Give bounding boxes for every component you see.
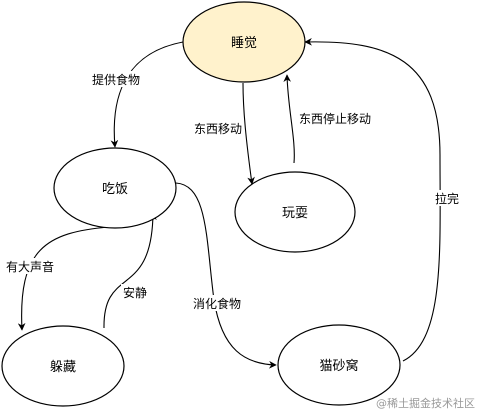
node-sleep [182,1,306,83]
node-eat [53,147,177,229]
edge-label-quiet: 安静 [123,285,147,300]
edge-sleep-to-eat [110,41,184,148]
edge-sleep-to-play [242,82,255,185]
edge-label-pull-done: 拉完 [435,191,459,206]
edge-play-to-sleep [283,74,295,164]
edge-label-east-west-move: 东西移动 [194,122,242,136]
watermark: @稀土掘金技术社区 [376,396,475,410]
edge-label-loud-sound: 有大声音 [6,259,54,274]
node-litter [277,324,401,406]
edge-eat-to-hide [17,226,111,331]
node-eat-label: 吃饭 [102,181,128,197]
edge-litter-to-sleep [304,37,441,362]
edge-label-east-west-stop: 东西停止移动 [299,111,371,126]
edge-hide-to-eat [103,212,157,329]
node-litter-label: 猫砂窝 [319,358,358,374]
node-play [234,171,356,253]
node-hide [1,325,125,407]
edge-label-provide-food: 提供食物 [92,72,140,87]
edge-label-digest-food: 消化食物 [193,296,241,311]
node-sleep-label: 睡觉 [231,36,257,51]
node-play-label: 玩耍 [282,206,308,221]
node-hide-label: 躲藏 [50,359,76,375]
